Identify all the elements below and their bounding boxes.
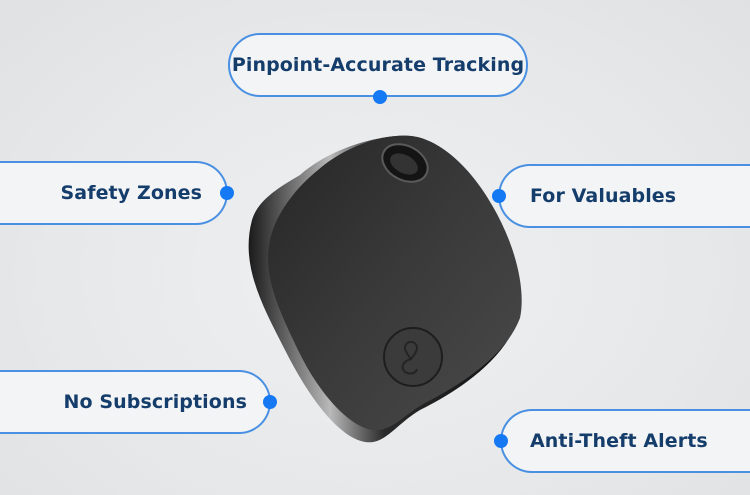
connector-dot-icon xyxy=(263,395,277,409)
device-button xyxy=(383,327,443,387)
feature-for-valuables: For Valuables xyxy=(492,164,750,228)
connector-dot-icon xyxy=(494,434,508,448)
feature-pinpoint-tracking: Pinpoint-Accurate Tracking xyxy=(228,33,528,104)
feature-safety-zones: Safety Zones xyxy=(0,161,234,225)
connector-dot-icon xyxy=(492,189,506,203)
feature-anti-theft-alerts: Anti-Theft Alerts xyxy=(494,409,750,473)
feature-label: Pinpoint-Accurate Tracking xyxy=(231,53,525,76)
connector-dot-icon xyxy=(220,186,234,200)
feature-no-subscriptions: No Subscriptions xyxy=(0,370,277,434)
location-pin-icon xyxy=(401,340,419,375)
feature-label: Anti-Theft Alerts xyxy=(530,430,708,452)
feature-label: Safety Zones xyxy=(60,182,202,204)
device-face xyxy=(268,135,522,431)
connector-dot-icon xyxy=(373,90,387,104)
feature-label: For Valuables xyxy=(530,185,677,207)
feature-label: No Subscriptions xyxy=(63,391,247,413)
